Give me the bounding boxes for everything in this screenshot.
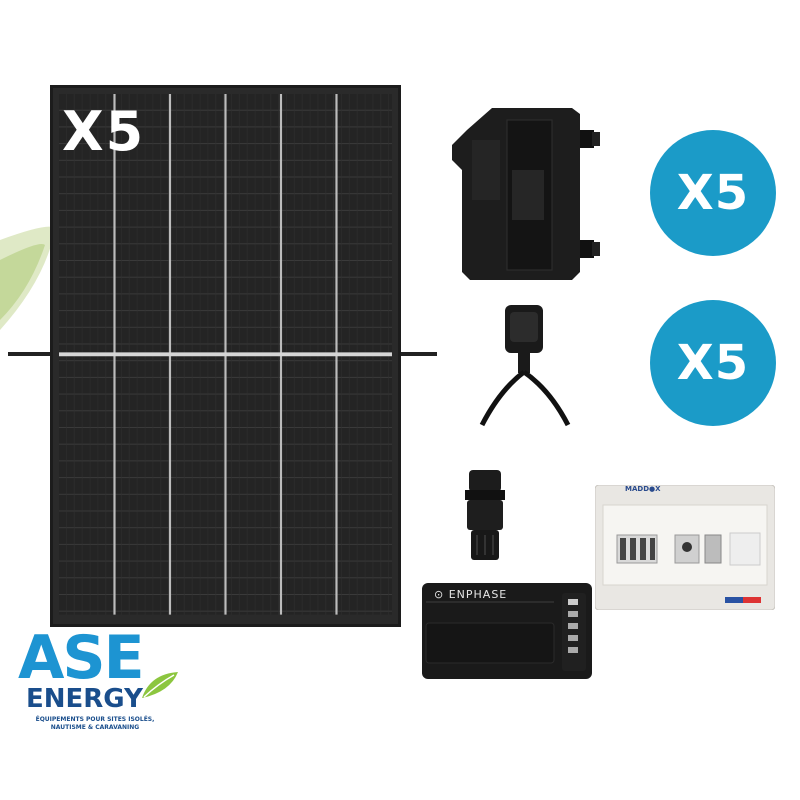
connector-quantity-badge: X5 xyxy=(650,300,776,426)
y-connector-cable-image xyxy=(479,305,571,427)
solar-panel-cells xyxy=(59,94,392,615)
panel-cable-left xyxy=(8,352,52,356)
inverter-quantity-badge: X5 xyxy=(650,130,776,256)
logo-tagline: ÉQUIPEMENTS POUR SITES ISOLÉS, NAUTISME … xyxy=(35,716,155,731)
panel-quantity-label: X5 xyxy=(62,100,146,163)
gateway-details xyxy=(425,593,586,671)
solar-panel xyxy=(50,85,401,627)
cabinet-brand-label: MADD●X xyxy=(625,485,661,493)
enphase-gateway-device xyxy=(422,583,592,679)
end-cap-connector-image xyxy=(465,470,505,560)
background-leaf-icon xyxy=(0,226,55,330)
logo-leaf-icon xyxy=(142,672,178,698)
logo-ase: ASE xyxy=(18,623,145,693)
electrical-cabinet-image xyxy=(595,485,775,610)
microinverter-image xyxy=(452,108,600,280)
logo-energy: ENERGY xyxy=(26,684,143,714)
gateway-brand-label: ⊙ ENPHASE xyxy=(434,588,508,601)
panel-cable-right xyxy=(401,352,437,356)
